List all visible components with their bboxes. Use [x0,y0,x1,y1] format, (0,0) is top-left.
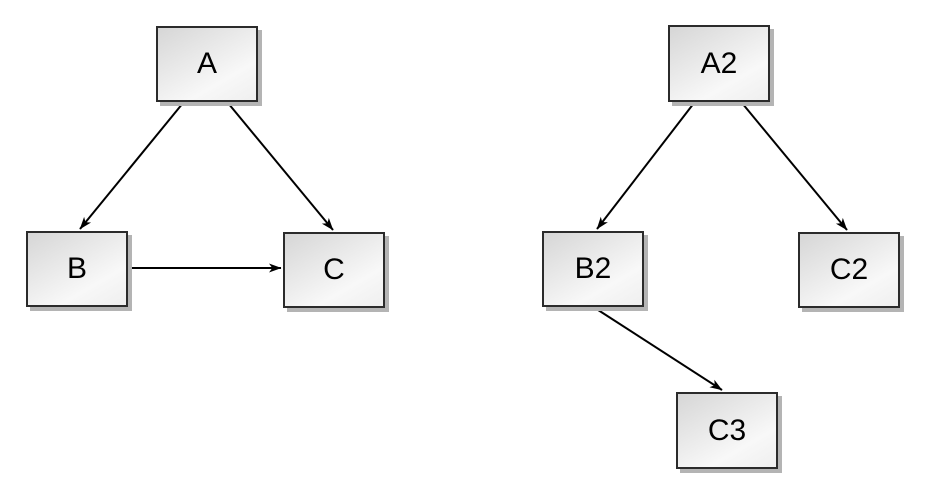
node-a[interactable]: A [156,26,258,102]
node-c2[interactable]: C2 [798,232,900,308]
node-b2[interactable]: B2 [542,231,644,307]
node-b[interactable]: B [26,231,128,307]
edge-a2-b2 [596,102,695,230]
node-c[interactable]: C [283,232,385,308]
node-a2[interactable]: A2 [668,25,770,102]
edge-a2-c2 [741,102,848,231]
edge-a-b [79,102,184,230]
edge-b2-c3 [594,307,723,391]
edge-a-c [227,102,334,231]
node-c3[interactable]: C3 [676,392,778,469]
